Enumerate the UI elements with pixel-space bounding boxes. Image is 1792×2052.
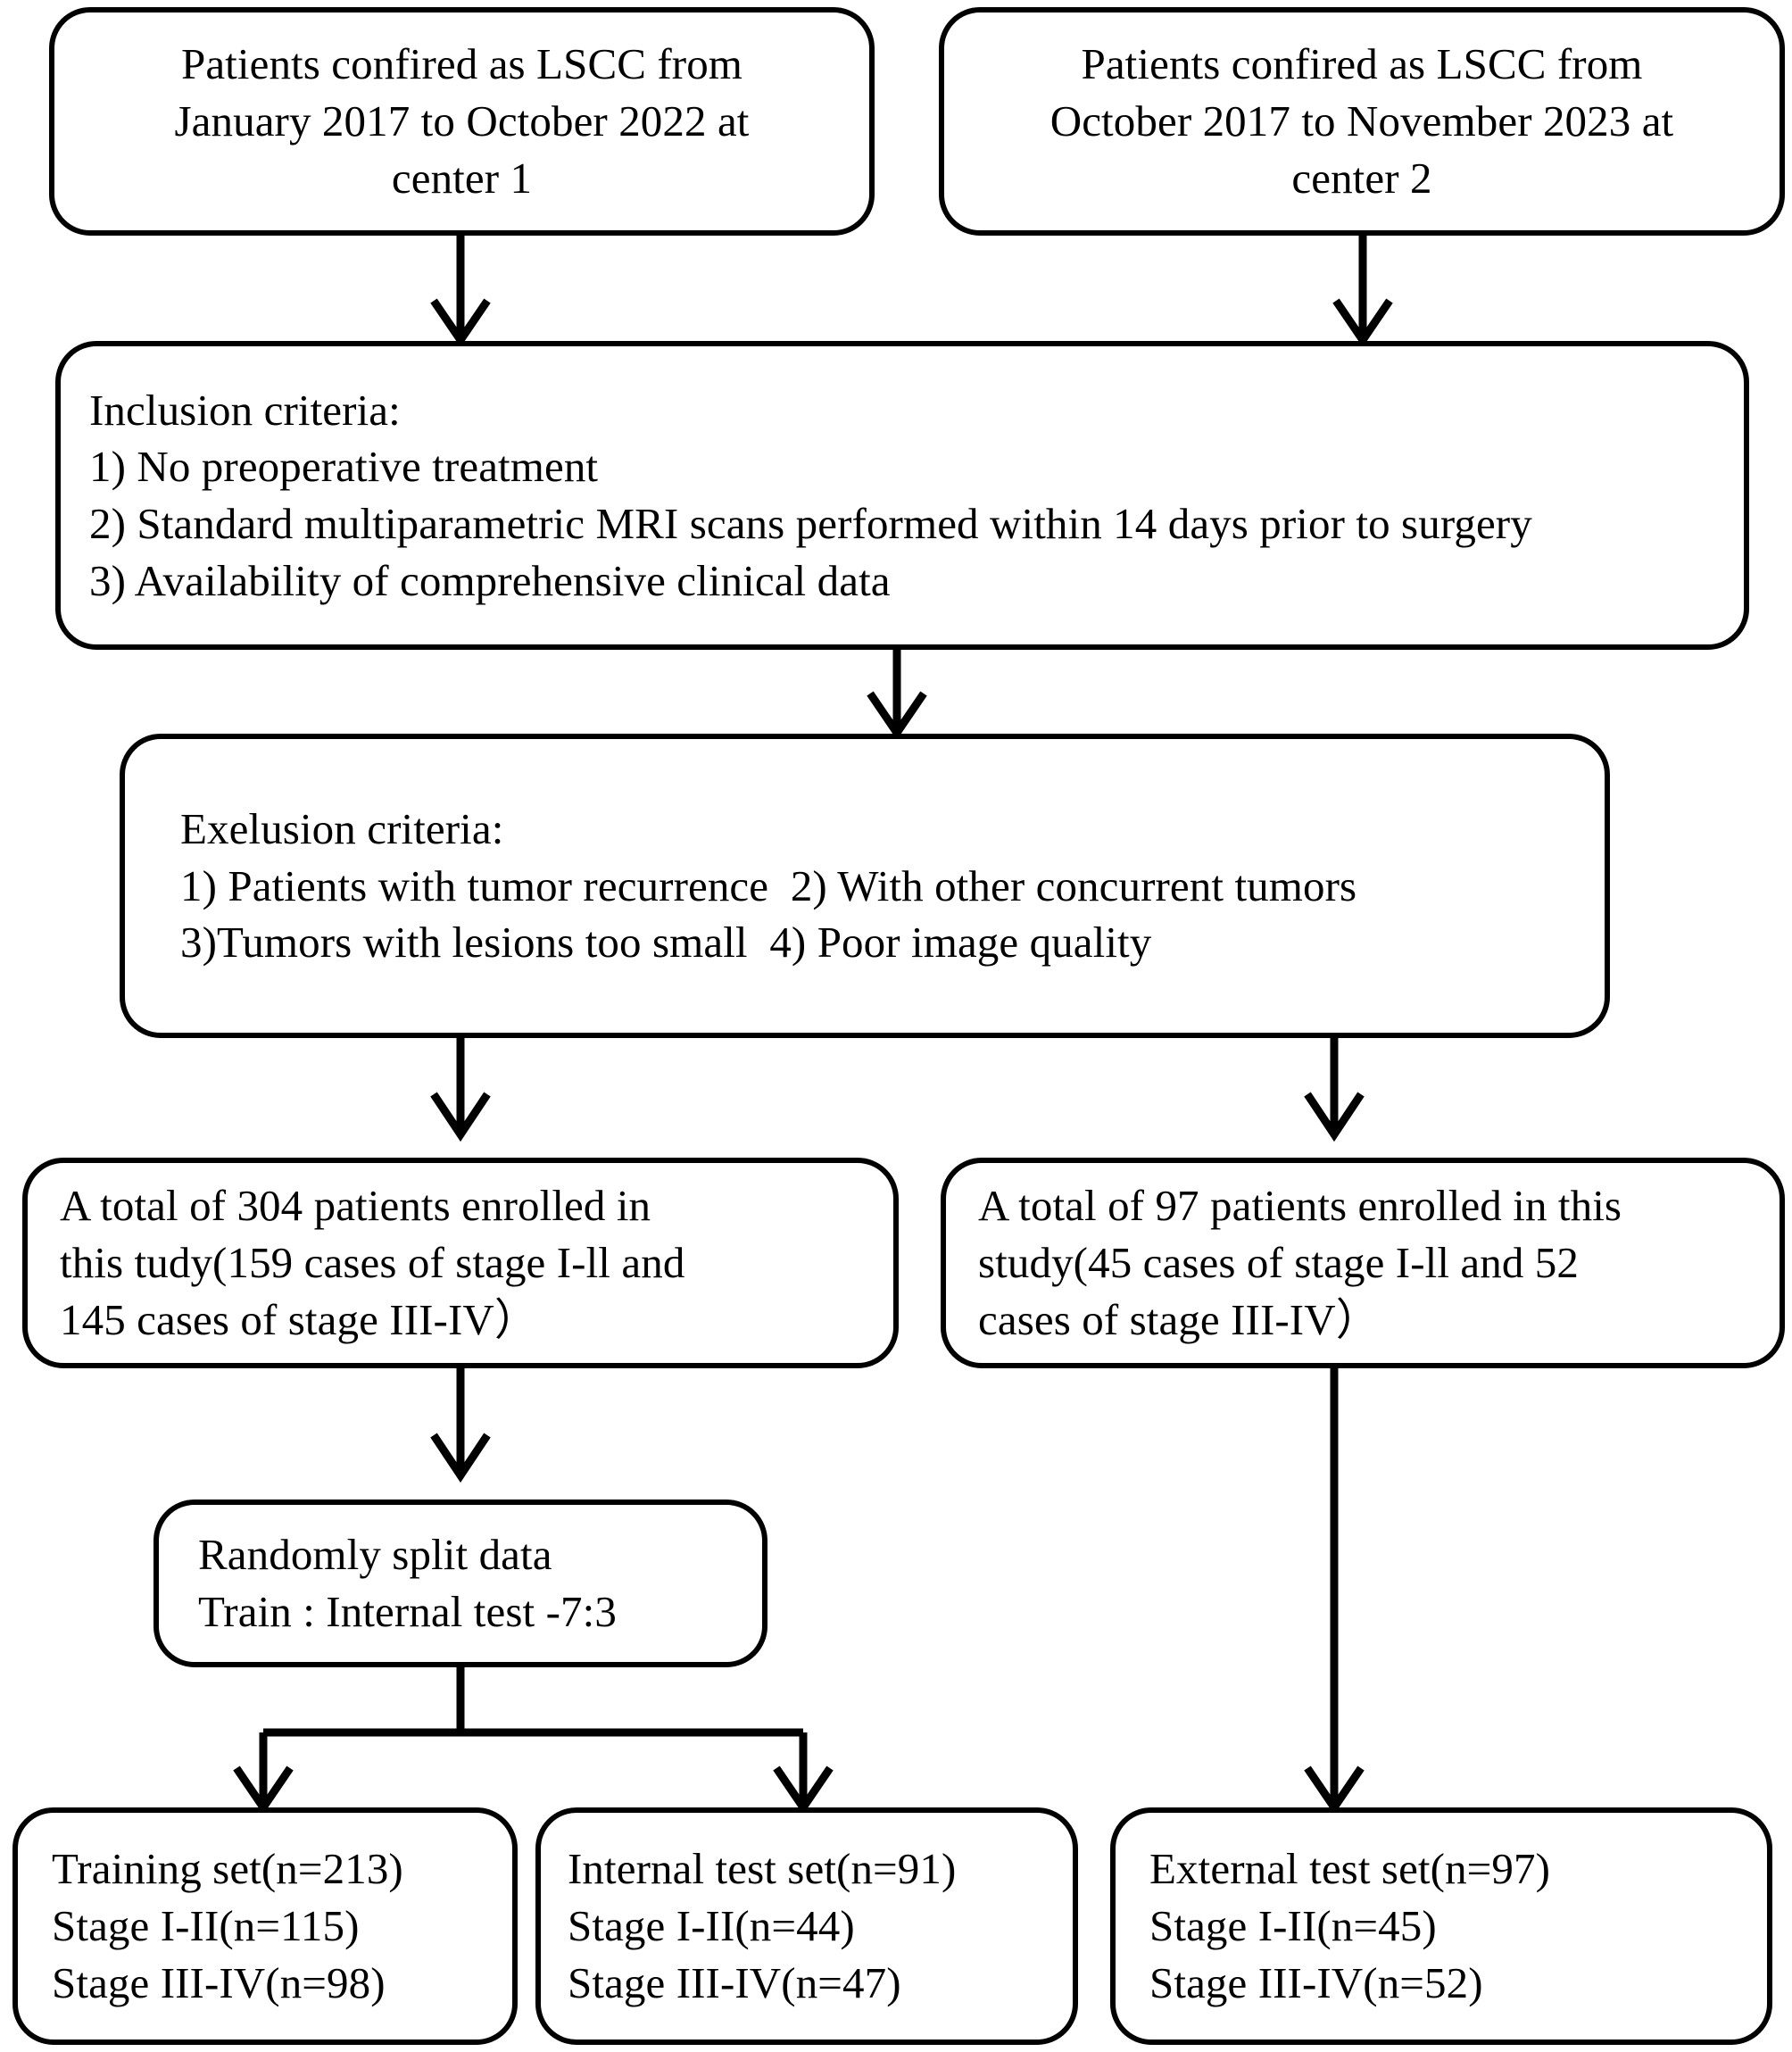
source-center-2-line-2: October 2017 to November 2023 at [1049, 96, 1674, 146]
internal-test-set-line-1: Internal test set(n=91) [568, 1844, 957, 1894]
arrow-enrolled-external-to-external-test [1304, 1368, 1365, 1815]
enrolled-center-1-line-3: 145 cases of stage III-IV） [60, 1294, 538, 1344]
inclusion-criteria-heading: Inclusion criteria: [89, 385, 401, 435]
external-test-set-line-2: Stage I-II(n=45) [1149, 1901, 1437, 1951]
node-source-center-1[interactable]: Patients confired as LSCC from January 2… [49, 7, 875, 236]
split-branch-stem [263, 1667, 803, 1737]
external-test-set-line-3: Stage III-IV(n=52) [1149, 1957, 1483, 2007]
random-split-line-2: Train : Internal test -7:3 [198, 1587, 617, 1636]
internal-test-set-line-3: Stage III-IV(n=47) [568, 1957, 901, 2007]
enrolled-center-2-line-3: cases of stage III-IV） [978, 1294, 1380, 1344]
arrow-split-to-training [233, 1732, 294, 1815]
node-source-center-2[interactable]: Patients confired as LSCC from October 2… [939, 7, 1785, 236]
node-internal-test-set[interactable]: Internal test set(n=91) Stage I-II(n=44)… [535, 1807, 1078, 2045]
exclusion-criteria-heading: Exelusion criteria: [180, 803, 504, 853]
source-center-1-line-1: Patients confired as LSCC from [180, 39, 743, 89]
node-external-test-set[interactable]: External test set(n=97) Stage I-II(n=45)… [1110, 1807, 1772, 2045]
source-center-1-line-2: January 2017 to October 2022 at [174, 96, 750, 146]
node-exclusion-criteria[interactable]: Exelusion criteria: 1) Patients with tum… [120, 734, 1610, 1038]
external-test-set-line-1: External test set(n=97) [1149, 1844, 1551, 1894]
source-center-1-line-3: center 1 [391, 153, 533, 203]
training-set-line-1: Training set(n=213) [52, 1844, 403, 1894]
arrow-center2-to-inclusion [1332, 236, 1393, 347]
enrolled-center-1-line-1: A total of 304 patients enrolled in [60, 1181, 651, 1231]
source-center-2-line-3: center 2 [1291, 153, 1432, 203]
internal-test-set-line-2: Stage I-II(n=44) [568, 1901, 855, 1951]
arrow-exclusion-to-enrolled-internal [430, 1038, 491, 1142]
random-split-line-1: Randomly split data [198, 1530, 552, 1580]
arrow-exclusion-to-enrolled-external [1304, 1038, 1365, 1142]
node-inclusion-criteria[interactable]: Inclusion criteria: 1) No preoperative t… [55, 341, 1749, 650]
inclusion-criteria-item-1: 1) No preoperative treatment [89, 442, 599, 492]
exclusion-criteria-item-12: 1) Patients with tumor recurrence 2) Wit… [180, 860, 1357, 910]
training-set-line-2: Stage I-II(n=115) [52, 1901, 360, 1951]
arrow-enrolled-internal-to-split [430, 1368, 491, 1483]
enrolled-center-1-line-2: this tudy(159 cases of stage I-ll and [60, 1238, 685, 1288]
arrow-inclusion-to-exclusion [867, 650, 927, 740]
training-set-line-3: Stage III-IV(n=98) [52, 1957, 386, 2007]
inclusion-criteria-item-3: 3) Availability of comprehensive clinica… [89, 555, 891, 605]
exclusion-criteria-item-34: 3)Tumors with lesions too small 4) Poor … [180, 918, 1152, 968]
enrolled-center-2-line-1: A total of 97 patients enrolled in this [978, 1181, 1622, 1231]
inclusion-criteria-item-2: 2) Standard multiparametric MRI scans pe… [89, 499, 1532, 548]
source-center-2-line-1: Patients confired as LSCC from [1081, 39, 1643, 89]
arrow-center1-to-inclusion [430, 236, 491, 347]
node-random-split[interactable]: Randomly split data Train : Internal tes… [153, 1500, 767, 1667]
node-training-set[interactable]: Training set(n=213) Stage I-II(n=115) St… [12, 1807, 518, 2045]
enrolled-center-2-line-2: study(45 cases of stage I-ll and 52 [978, 1238, 1579, 1288]
node-enrolled-center-1[interactable]: A total of 304 patients enrolled in this… [22, 1158, 899, 1368]
node-enrolled-center-2[interactable]: A total of 97 patients enrolled in this … [941, 1158, 1785, 1368]
arrow-split-to-internal-test [773, 1732, 834, 1815]
